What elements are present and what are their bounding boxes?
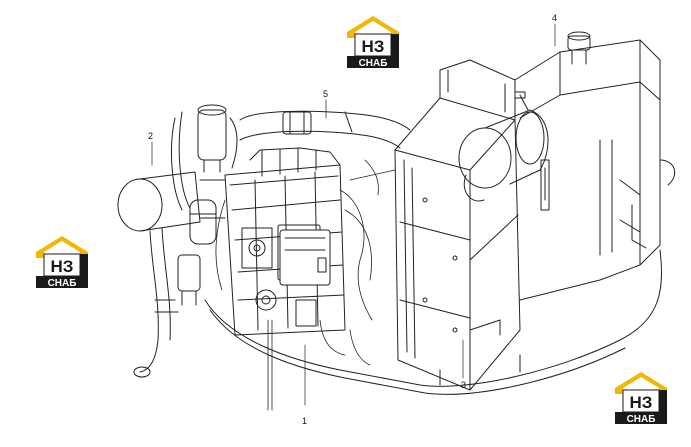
watermark-logo-left: НЗ СНАБ: [30, 232, 94, 292]
engine-block: [224, 147, 346, 336]
callout-2: 2: [148, 131, 153, 141]
radiator-frame: [394, 59, 521, 391]
leader-lines: [151, 23, 556, 406]
control-box: [279, 229, 331, 286]
callout-5: 5: [323, 89, 328, 99]
callout-1: 1: [302, 416, 307, 426]
base-frame: [204, 249, 663, 395]
logo-caption: СНАБ: [48, 278, 77, 289]
callout-3: 3: [461, 380, 466, 390]
air-cleaner: [458, 91, 549, 202]
logo-mark: НЗ: [362, 37, 385, 56]
logo-icon: НЗ СНАБ: [36, 236, 88, 289]
watermark-logo-top: НЗ СНАБ: [341, 12, 405, 72]
watermark-logo-bottom-right: НЗ СНАБ: [609, 368, 673, 428]
logo-caption: СНАБ: [627, 414, 656, 425]
fuel-filter: [171, 104, 238, 306]
muffler: [117, 171, 226, 378]
callout-4: 4: [552, 13, 557, 23]
logo-mark: НЗ: [51, 257, 74, 276]
logo-mark: НЗ: [630, 393, 653, 412]
logo-icon: НЗ СНАБ: [615, 372, 667, 425]
hoses: [215, 159, 396, 411]
logo-icon: НЗ СНАБ: [347, 16, 399, 69]
hydraulic-tank: [514, 31, 676, 301]
logo-caption: СНАБ: [359, 58, 388, 69]
intake-pipe: [239, 110, 411, 149]
